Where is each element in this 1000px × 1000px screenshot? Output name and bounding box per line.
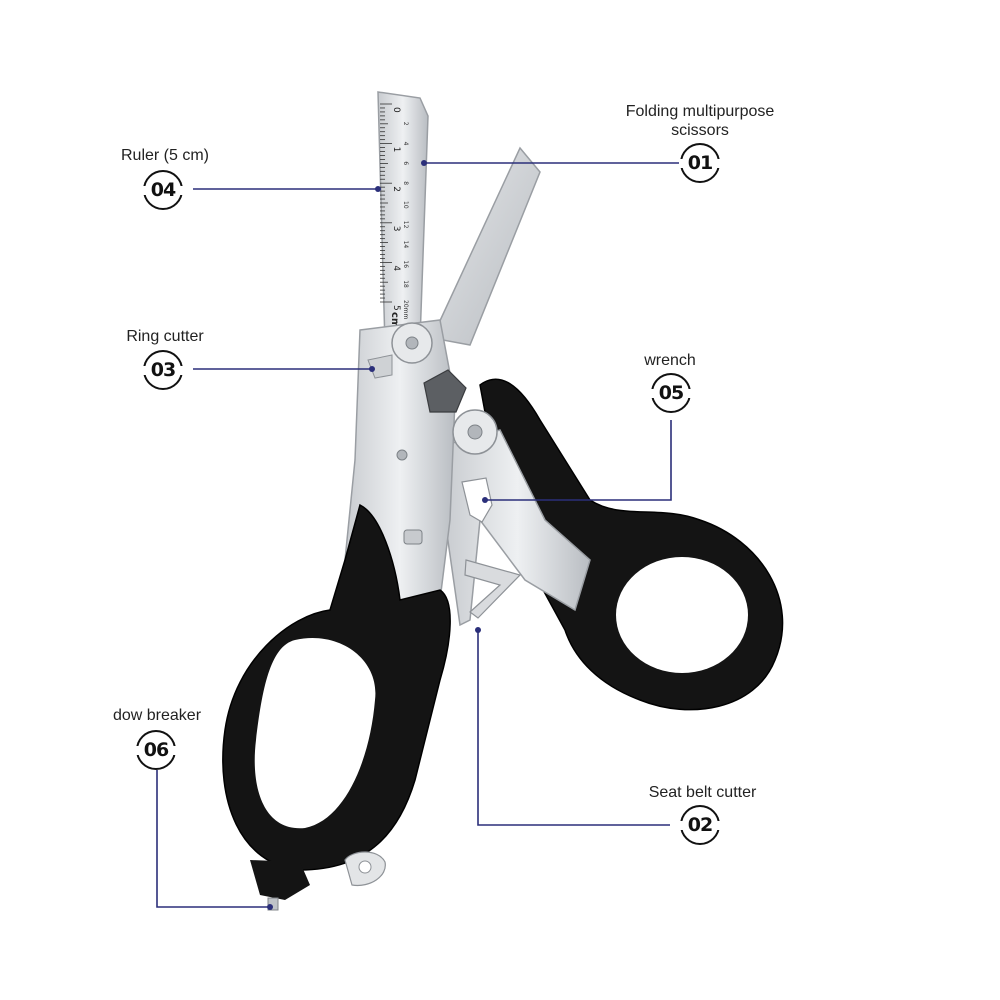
callout-badge-02: 02 xyxy=(679,805,721,845)
ruler-mm-label: 14 xyxy=(402,241,409,249)
callout-dots xyxy=(267,160,488,910)
ring-cutter xyxy=(367,354,393,379)
callout-label-04: Ruler (5 cm) xyxy=(120,147,209,164)
main-pivot-screw xyxy=(405,336,419,350)
ruler-mm-label: 16 xyxy=(402,260,409,268)
callout-badge-04: 04 xyxy=(142,170,184,210)
callout-line-02 xyxy=(477,630,670,826)
callout-badge-03: 03 xyxy=(142,350,184,390)
left-handle-tail xyxy=(250,860,310,900)
ruler-mm-label: 8 xyxy=(402,181,409,185)
callout-badge-06: 06 xyxy=(135,730,177,770)
ruler-mm-label: 2 xyxy=(402,122,409,126)
wrench-slot xyxy=(461,477,493,523)
callout-label-02: Seat belt cutter xyxy=(648,784,757,801)
callout-lines xyxy=(156,162,680,908)
secondary-pivot-screw xyxy=(467,424,483,440)
ruler-mm-label: 18 xyxy=(402,280,409,288)
right-blade xyxy=(430,146,541,346)
left-handle-hole xyxy=(254,638,376,829)
ruler-blade xyxy=(377,91,429,346)
seatbelt-hook xyxy=(464,559,522,619)
ruler-cm-label: 0 xyxy=(391,107,401,113)
ruler-mm-label: 10 xyxy=(402,201,409,209)
lanyard-hole xyxy=(358,860,372,874)
right-handle-hole xyxy=(616,557,748,673)
ruler-unit: cm xyxy=(389,312,400,328)
ruler-cm-label: 1 xyxy=(391,147,401,153)
ruler-mm-label: 20mm xyxy=(402,300,409,319)
ruler-cm-label: 3 xyxy=(391,226,401,232)
callout-label-06: dow breaker xyxy=(112,707,202,724)
callout-badge-01: 01 xyxy=(679,143,721,183)
wrench-lock-button xyxy=(423,369,467,413)
ruler-mm-label: 6 xyxy=(402,161,409,165)
frame-rivet xyxy=(396,449,408,461)
callout-label-05: wrench xyxy=(644,352,696,369)
callout-line-06 xyxy=(156,770,270,908)
slide-lock xyxy=(403,529,423,545)
callout-label-01: Folding multipurpose scissors xyxy=(625,103,775,139)
ruler-cm-label: 2 xyxy=(391,186,401,192)
glass-breaker-tip xyxy=(267,897,279,911)
callout-label-03: Ring cutter xyxy=(126,328,204,345)
ruler-mm-label: 12 xyxy=(402,221,409,229)
callout-line-05 xyxy=(485,420,672,501)
ruler-mm-label: 4 xyxy=(402,142,409,146)
ruler-cm-label: 4 xyxy=(391,265,401,271)
callout-badge-05: 05 xyxy=(650,373,692,413)
ruler-cm-label: 5 xyxy=(391,305,401,311)
